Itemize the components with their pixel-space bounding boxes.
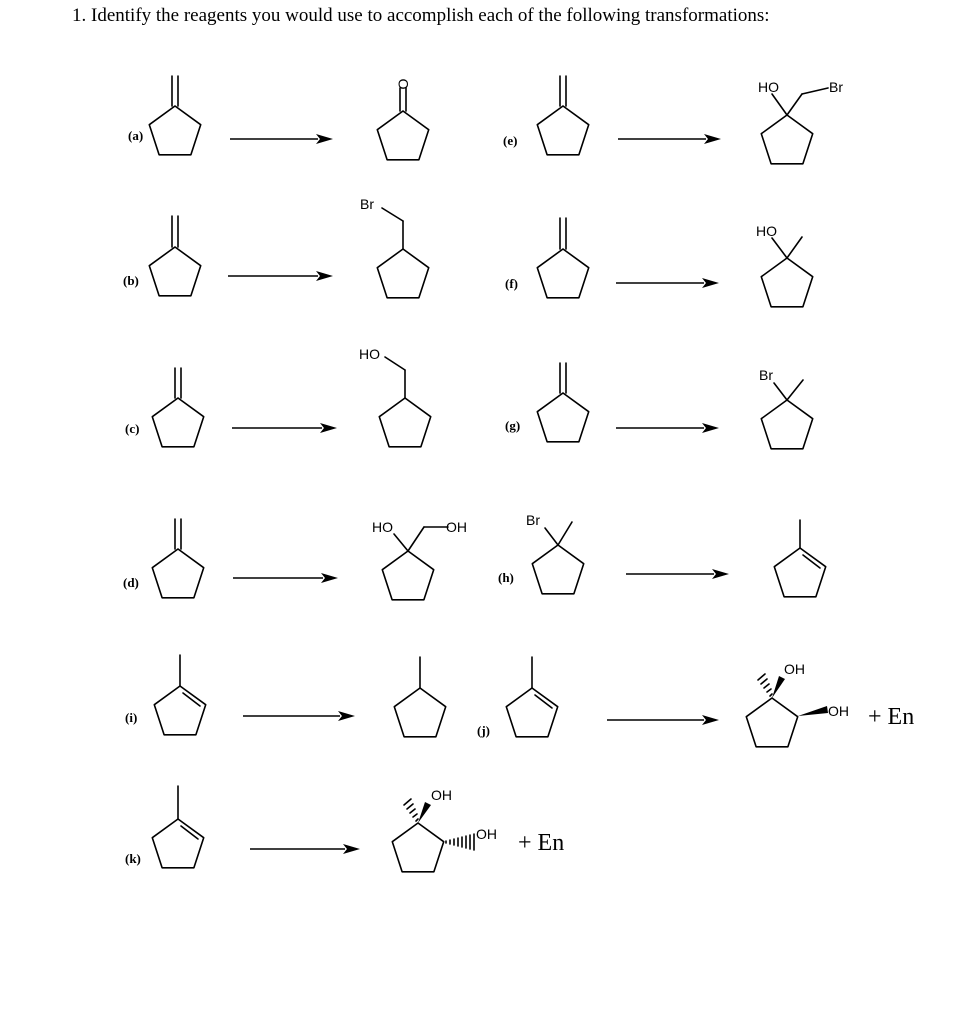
label-h: (h) [498,570,514,585]
methylenecyclopentane-a [148,75,202,156]
cyclopentylmethanol-c: HO [359,346,432,448]
arrow-k [250,844,360,854]
hydroxyl-label: OH [431,787,452,803]
bromine-label: Br [526,512,540,528]
label-c: (c) [125,421,139,436]
arrow-h [626,569,729,579]
tertiary-bromide-h: Br [526,512,585,595]
methylenecyclopentane-d [151,518,205,599]
methylenecyclopentane-e [536,75,590,156]
arrow-g [616,423,719,433]
arrow-j [607,715,719,725]
question-text: 1. Identify the reagents you would use t… [72,5,770,26]
bromine-label: Br [829,79,843,95]
hydroxyl-label: HO [756,223,777,239]
hydroxyl-label: OH [784,661,805,677]
label-k: (k) [125,851,141,866]
arrow-i [243,711,355,721]
methylcyclopentene-h [773,519,827,598]
cyclopentanone-a: O [376,78,430,161]
bromohydrin-e: HO Br [758,79,843,165]
label-b: (b) [123,273,139,288]
trans-diol-j: OH OH [745,661,849,748]
arrow-a [230,134,333,144]
tertiary-bromide-g: Br [759,367,814,450]
bromine-label: Br [360,196,374,212]
methylcyclopentene-i [153,654,207,736]
cis-diol-k: OH OH [391,787,497,873]
label-i: (i) [125,710,137,725]
label-e: (e) [503,133,517,148]
methylcyclopentene-k [151,785,205,869]
arrow-f [616,278,719,288]
methylenecyclopentane-c [151,367,205,448]
hydroxyl-label-2: OH [446,519,467,535]
label-j: (j) [477,723,490,738]
plus-en-j: + En [868,704,914,730]
methylcyclopentene-j [505,656,559,738]
hydroxyl-label: HO [758,79,779,95]
hydroxyl-label-2: OH [828,703,849,719]
methylcyclopentane-i [393,656,447,738]
arrow-b [228,271,333,281]
label-d: (d) [123,575,139,590]
methylenecyclopentane-b [148,215,202,297]
tertiary-alcohol-f: HO [756,223,814,308]
label-a: (a) [128,128,143,143]
hydroxyl-label: HO [372,519,393,535]
arrow-d [233,573,338,583]
plus-en-k: + En [518,830,564,856]
arrow-e [618,134,721,144]
arrow-c [232,423,337,433]
hydroxyl-label-2: OH [476,826,497,842]
methylenecyclopentane-f [536,217,590,299]
hydroxyl-label: HO [359,346,380,362]
carbonyl-oxygen: O [395,78,411,89]
diol-d: HO OH [372,519,467,601]
label-f: (f) [505,276,518,291]
bromine-label: Br [759,367,773,383]
methylenecyclopentane-g [536,362,590,443]
label-g: (g) [505,418,520,433]
bromomethylcyclopentane-b: Br [360,196,430,299]
